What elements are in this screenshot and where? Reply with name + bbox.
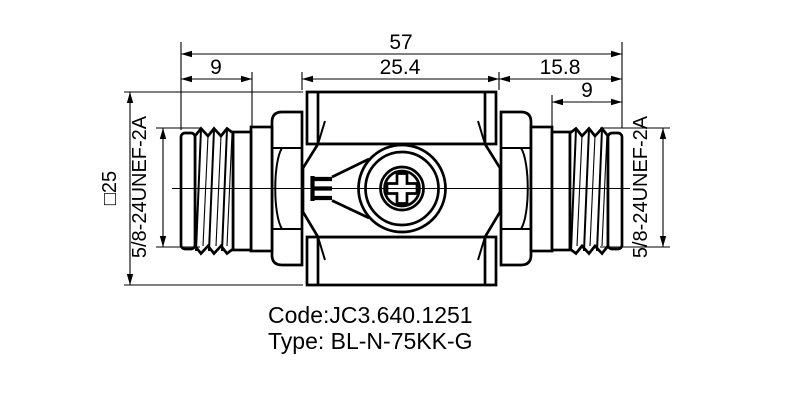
dimension-body-length: 25.4 [302, 56, 499, 83]
flag-upper-edge [331, 157, 370, 179]
dimension-right-thread: 5/8-24UNEF-2A [630, 115, 667, 258]
dimension-right-coupling: 9 [552, 79, 622, 106]
flag-lower-edge [331, 199, 370, 220]
left-cylinder-small [231, 130, 253, 252]
dim-label-left-coupling: 9 [210, 56, 222, 79]
type-label: Type: BL-N-75KK-G [268, 328, 473, 354]
left-end-cap [179, 131, 197, 251]
dimension-right-end: 15.8 [499, 56, 622, 83]
left-thread [193, 126, 235, 256]
right-thread [568, 126, 610, 256]
hex-chamfer-tick [477, 120, 486, 145]
code-label: Code:JC3.640.1251 [268, 302, 473, 328]
dimension-overall-length: 57 [181, 31, 622, 58]
hex-chamfer-tick [317, 120, 326, 145]
dim-label-body-length: 25.4 [380, 56, 421, 79]
hex-chamfer-tick [317, 236, 326, 261]
dim-label-right-thread: 5/8-24UNEF-2A [630, 115, 652, 258]
dimension-left-thread: 5/8-24UNEF-2A [129, 115, 167, 258]
dim-label-body-size: □25 [99, 171, 121, 205]
dim-label-left-thread: 5/8-24UNEF-2A [129, 115, 151, 258]
part-labels: Code:JC3.640.1251 Type: BL-N-75KK-G [268, 302, 473, 354]
dim-label-right-coupling: 9 [581, 79, 593, 102]
dimension-left-coupling: 9 [181, 56, 252, 83]
extension-lines [124, 42, 670, 286]
right-cylinder-small [550, 130, 572, 252]
hex-chamfer-tick [477, 236, 486, 261]
contact-flag [310, 157, 370, 220]
dimension-body-size: □25 [99, 92, 134, 285]
right-end-cap [606, 131, 624, 251]
dim-label-overall-length: 57 [389, 31, 412, 54]
dim-label-right-end: 15.8 [540, 56, 581, 79]
